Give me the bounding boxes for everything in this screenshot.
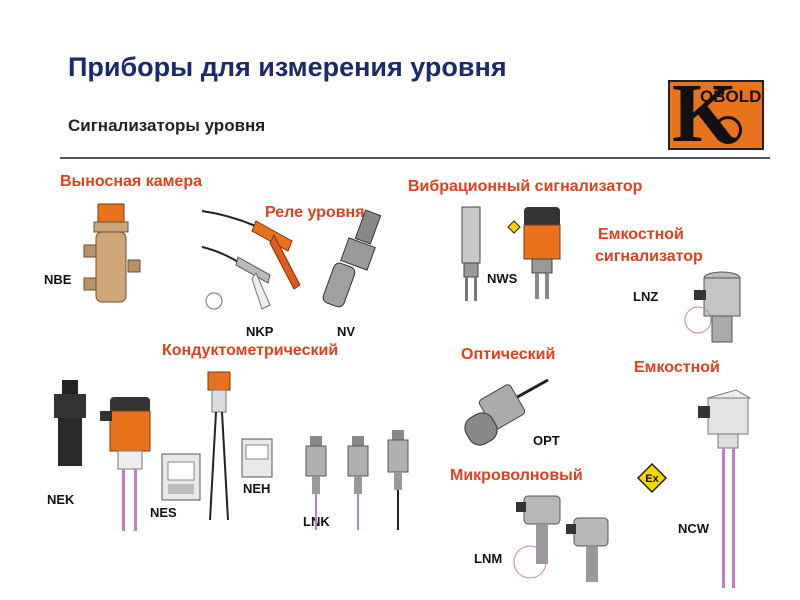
slide-subtitle: Сигнализаторы уровня <box>68 116 266 135</box>
neh-probe-icon <box>207 371 231 521</box>
model-label-lnm: LNM <box>474 551 503 566</box>
lnm-device-icon <box>513 495 609 582</box>
model-label-nbe: NBE <box>44 272 72 287</box>
nbe-device-icon <box>83 203 141 303</box>
model-label-ncw: NCW <box>678 521 710 536</box>
ncw-device-icon <box>698 389 752 588</box>
category-conductometric: Кондуктометрический <box>162 342 339 359</box>
category-optical: Оптический <box>461 346 556 363</box>
opt-device-icon <box>464 378 549 446</box>
nes-device-icon <box>161 453 201 501</box>
category-capacitive: Емкостной <box>634 359 720 376</box>
model-label-lnz: LNZ <box>633 289 659 304</box>
category-capacitive-switch-line2: сигнализатор <box>595 248 703 265</box>
logo-text: OBOLD <box>700 87 762 106</box>
kobold-logo: K OBOLD <box>668 80 764 150</box>
category-microwave: Микроволновый <box>450 467 583 484</box>
slide-title: Приборы для измерения уровня <box>68 52 507 82</box>
vibration-switch-icon <box>507 207 561 299</box>
model-label-nek: NEK <box>47 492 75 507</box>
neh-relay-icon <box>241 438 273 478</box>
model-label-neh: NEH <box>243 481 271 496</box>
model-label-nws: NWS <box>487 271 518 286</box>
nkp-device-icon <box>201 210 301 310</box>
category-remote-chamber: Выносная камера <box>60 173 202 190</box>
conductometric-relay-icon <box>100 397 151 531</box>
category-capacitive-switch-line1: Емкостной <box>598 226 684 243</box>
logo-ring <box>714 116 742 144</box>
nws-device-icon <box>461 206 481 301</box>
lnk-device-icon <box>305 430 409 530</box>
category-vibration: Вибрационный сигнализатор <box>408 178 643 195</box>
model-label-nv: NV <box>337 324 356 339</box>
ex-mark-icon: Ex <box>636 462 668 494</box>
category-level-relay: Реле уровня <box>265 204 365 221</box>
model-label-opt: OPT <box>533 433 560 448</box>
ex-mark-text: Ex <box>645 473 659 485</box>
nek-device-icon <box>54 380 86 466</box>
lnz-device-icon <box>684 271 741 343</box>
model-label-nes: NES <box>150 505 177 520</box>
header-divider <box>60 157 770 159</box>
model-label-nkp: NKP <box>246 324 274 339</box>
nv-device-icon <box>322 209 382 308</box>
